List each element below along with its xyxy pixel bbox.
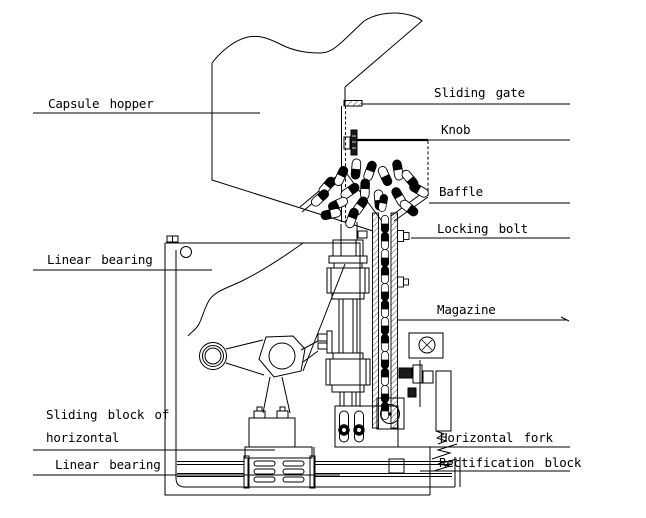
magazine-capsules <box>377 193 390 421</box>
top-right-bolt <box>357 230 368 239</box>
sliding-block <box>248 417 296 448</box>
label-linear-bearing-lower: Linear bearing <box>55 457 161 472</box>
slide-assembly <box>177 406 461 495</box>
upper-bearing-block <box>326 267 370 294</box>
label-magazine: Magazine <box>437 302 496 317</box>
magazine-leader-tick <box>560 316 570 322</box>
rectification-assembly <box>388 332 458 474</box>
linear-bearing-block <box>247 457 311 488</box>
left-lug-bearing <box>199 342 227 370</box>
label-locking-bolt: Locking bolt <box>437 221 528 236</box>
label-rectification-block: Rectification block <box>439 455 582 470</box>
sliding-gate-plate <box>343 100 363 107</box>
fork-pivot <box>380 404 400 424</box>
guide-rails <box>177 461 452 477</box>
label-sliding-block-line2: horizontal <box>46 430 120 445</box>
body-hole <box>180 246 192 258</box>
label-capsule-hopper: Capsule hopper <box>48 96 154 111</box>
linkage <box>199 335 319 414</box>
machine-body <box>164 230 455 496</box>
center-lug <box>258 335 306 378</box>
capsule-pile <box>309 158 431 230</box>
magazine-tube <box>372 193 410 429</box>
lower-bearing-block <box>325 358 371 386</box>
label-knob: Knob <box>441 122 471 137</box>
knob-body <box>350 129 358 156</box>
label-baffle: Baffle <box>439 184 483 199</box>
vertical-shaft <box>317 239 371 406</box>
label-horizontal-fork: Horizontal fork <box>440 430 553 445</box>
label-linear-bearing-upper: Linear bearing <box>47 252 153 267</box>
label-sliding-block-line1: Sliding block of <box>46 407 170 422</box>
leader-lines <box>33 103 570 476</box>
horizontal-fork-block <box>334 397 405 448</box>
knob-flange <box>343 136 351 150</box>
side-bolt <box>317 333 328 342</box>
bracket-bolt <box>418 336 436 354</box>
locking-bolt-part <box>397 230 410 288</box>
label-sliding-gate: Sliding gate <box>434 85 525 100</box>
